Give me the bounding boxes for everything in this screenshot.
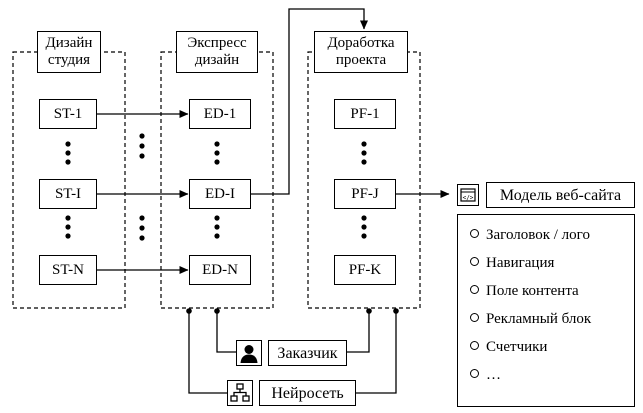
bullet-icon [470,313,479,322]
model-item-label: Рекламный блок [486,311,592,327]
neural-net-label: Нейросеть [259,380,356,406]
list-item: Поле контента [470,283,579,300]
header-line: Экспресс [187,35,247,51]
svg-text:</>: </> [463,195,474,202]
list-item: Заголовок / лого [470,227,590,244]
item-box-st-n: ST-N [39,255,97,285]
bullet-icon [470,285,479,294]
column-header-project-refinement: Доработка проекта [314,31,408,73]
bullet-icon [470,229,479,238]
header-line: студия [47,52,91,68]
bullet-icon [470,369,479,378]
connector-dot [393,308,399,314]
header-line: проекта [335,52,387,68]
item-box-pf-j: PF-J [334,179,396,209]
bullet-icon [470,257,479,266]
connector-neuralnet-express [188,311,227,394]
item-box-ed-i: ED-I [189,179,251,209]
person-icon [236,340,262,366]
model-items-panel: Заголовок / лого Навигация Поле контента… [457,214,635,407]
network-icon [227,380,253,406]
connector-dot [366,308,372,314]
header-line: дизайн [194,52,240,68]
item-box-ed-1: ED-1 [189,99,251,129]
header-line: Дизайн [45,35,93,51]
list-item: Навигация [470,255,554,272]
connector-neuralnet-refinement [356,311,397,394]
model-item-label: Навигация [486,255,555,271]
model-item-label: … [486,367,501,383]
item-box-st-1: ST-1 [39,99,97,129]
item-box-pf-1: PF-1 [334,99,396,129]
connector-customer-refinement [347,311,370,353]
ellipsis-dots [65,133,367,241]
column-header-design-studio: Дизайн студия [37,31,101,73]
list-item: Счетчики [470,339,547,356]
item-box-ed-n: ED-N [189,255,251,285]
model-item-label: Заголовок / лого [486,227,590,243]
connector-dot [186,308,192,314]
model-title: Модель веб-сайта [486,182,635,208]
code-window-icon: </> [457,184,479,206]
bullet-icon [470,341,479,350]
column-header-express-design: Экспресс дизайн [176,31,258,73]
item-box-st-i: ST-I [39,179,97,209]
arrow-edi-to-refinement [251,8,368,195]
model-item-label: Счетчики [486,339,548,355]
customer-label: Заказчик [268,340,347,366]
model-item-label: Поле контента [486,283,579,299]
list-item: … [470,367,501,384]
item-box-pf-k: PF-K [334,255,396,285]
header-line: Доработка [327,35,395,51]
connector-customer-express [216,311,236,353]
connector-dot [214,308,220,314]
list-item: Рекламный блок [470,311,591,328]
